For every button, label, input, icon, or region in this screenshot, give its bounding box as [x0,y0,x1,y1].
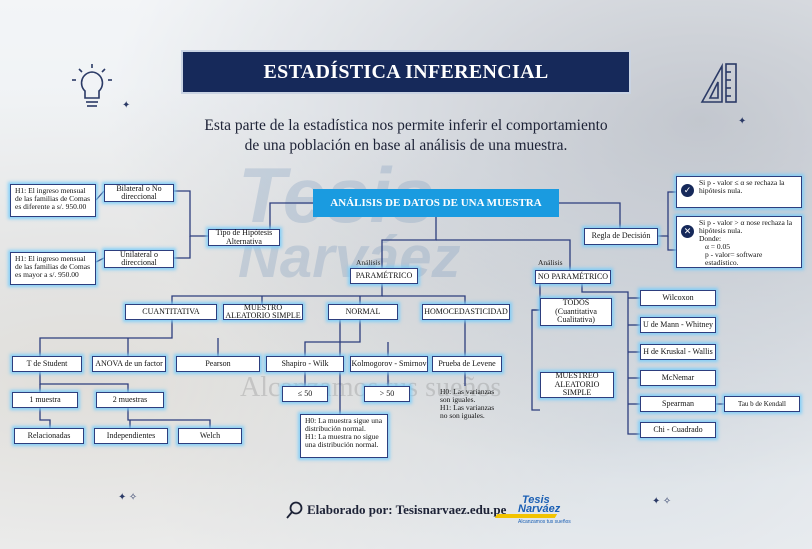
wilcoxon-node: Wilcoxon [640,290,716,306]
relacionadas-node: Relacionadas [14,428,84,444]
pvalue-note: p - valor= software estadístico. [705,250,763,267]
check-icon: ✓ [681,184,694,197]
h1-unilateral-note: H1: El ingreso mensual de las familias d… [10,252,96,285]
sparkle-icon: ✦ [122,100,131,111]
footer-credit: Elaborado por: Tesisnarvaez.edu.pe [307,502,507,517]
decision-rule-1: ✓ Si p - valor ≤ α se rechaza la hipótes… [676,176,802,208]
intro-line-2: de una población en base al análisis de … [244,137,568,154]
logo-tagline: Alcanzamos tus sueños [518,519,571,525]
gt50-node: > 50 [364,386,410,402]
intro-text: Esta parte de la estadística nos permite… [150,116,662,156]
pearson-node: Pearson [176,356,260,372]
decision-rule-1-text: Si p - valor ≤ α se rechaza la hipótesis… [699,178,785,195]
cuantitativa-node: CUANTITATIVA [125,304,217,320]
spearman-node: Spearman [640,396,716,412]
intro-line-1: Esta parte de la estadística nos permite… [204,117,608,134]
muestreo-node: MUESTRO ALEATORIO SIMPLE [223,303,303,320]
levene-node: Prueba de Levene [432,356,502,372]
todos-node: TODOS (Cuantitativa Cualitativa) [540,298,612,326]
kendall-node: Tau b de Kendall [724,396,800,412]
unilateral-node: Unilateral o direccional [104,250,174,268]
welch-node: Welch [178,428,242,444]
shapiro-node: Shapiro - Wilk [266,356,344,372]
hypothesis-type-node: Tipo de Hipótesis Alternativa [208,228,280,246]
decision-rule-2: ✕ Si p - valor > α nose rechaza la hipót… [676,216,802,268]
independientes-node: Independientes [94,428,168,444]
muestreo-np-node: MUESTREO ALEATORIO SIMPLE [540,372,614,398]
donde-label: Donde: [699,234,722,243]
chi-square-node: Chi - Cuadrado [640,422,716,438]
sparkle-icon: ✦ ✧ [652,496,672,507]
nonparametric-node: NO PARAMÉTRICO [535,270,611,284]
logo-swoosh [494,514,558,518]
normal-hypotheses-note: H0: La muestra sigue una distribución no… [300,414,388,458]
levene-hypotheses-note: H0: Las varianzas son iguales. H1: Las v… [440,387,495,420]
close-icon: ✕ [681,225,694,238]
magnifier-icon [286,501,303,519]
mann-whitney-node: U de Mann - Whitney [640,317,716,333]
ruler-compass-icon [700,62,737,103]
parametric-node: PARAMÉTRICO [350,268,418,284]
kruskal-node: H de Kruskal - Wallis [640,344,716,360]
h1-bilateral-note: H1: El ingreso mensual de las familias d… [10,184,96,217]
homocedasticidad-node: HOMOCEDASTICIDAD [422,304,510,320]
lightbulb-icon [72,64,112,107]
footer-logo: Tesis Narváez Alcanzamos tus sueños [494,494,590,528]
anova-node: ANOVA de un factor [92,356,166,372]
mcnemar-node: McNemar [640,370,716,386]
one-sample-node: 1 muestra [12,392,78,408]
decision-rule-2-text: Si p - valor > α nose rechaza la hipótes… [699,218,793,235]
two-samples-node: 2 muestras [96,392,164,408]
normal-node: NORMAL [328,304,398,320]
tstudent-node: T de Student [12,356,82,372]
alpha-value: α = 0.05 [705,242,731,251]
page-title: ESTADÍSTICA INFERENCIAL [181,50,631,94]
decision-rule-node: Regla de Decisión [584,228,658,245]
parametric-analysis-label: Análisis [356,258,381,267]
logo-bottom: Narváez [518,503,561,515]
sparkle-icon: ✦ [738,116,747,127]
nonparametric-analysis-label: Análisis [538,258,563,267]
bilateral-node: Bilateral o No direccional [104,184,174,202]
kolmogorov-node: Kolmogorov - Smirnov [350,356,428,372]
sparkle-icon: ✦ ✧ [118,492,138,503]
main-node: ANÁLISIS DE DATOS DE UNA MUESTRA [313,189,559,217]
logo-top: Tesis [522,494,550,506]
le50-node: ≤ 50 [282,386,328,402]
